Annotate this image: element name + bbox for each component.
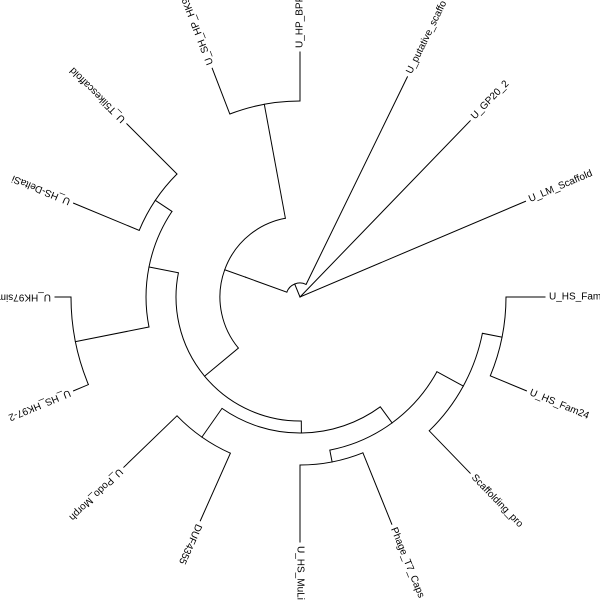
clade-arc xyxy=(229,100,301,115)
leaf-label-sh-hp-hk97: U_SH_HP_HK97 xyxy=(178,0,216,66)
leaf-branch xyxy=(428,430,471,474)
internal-branch xyxy=(436,371,464,387)
leaf-label-t5like: U_T5likescaffold xyxy=(68,65,128,125)
leaf-label-scaffolding: Scaffolding_pro xyxy=(469,472,525,530)
leaf-label-hs-muli: U_HS_MuLi xyxy=(294,546,305,600)
clade-arc xyxy=(286,282,307,293)
leaf-label-hk97sim: U_HK97sim xyxy=(0,291,51,302)
clade-arc xyxy=(329,371,438,451)
leaf-branch xyxy=(199,452,232,522)
clade-arc xyxy=(221,406,381,434)
leaf-label-duf4355: DUF4355 xyxy=(176,522,204,566)
clade-arc xyxy=(138,173,178,231)
leaf-label-podo: U_Podo_Morph xyxy=(67,466,125,523)
leaf-branch xyxy=(362,452,393,525)
internal-branch xyxy=(224,269,247,278)
leaf-branch xyxy=(126,123,178,175)
internal-branch xyxy=(329,449,333,463)
leaf-label-gp20: U_GP20_2 xyxy=(469,78,512,122)
leaf-branch xyxy=(489,375,528,392)
leaf-label-hs-hk97-2: U_HS_HK97-2 xyxy=(6,387,72,423)
leaf-label-hp-bpp: U_HP_BPP xyxy=(295,0,306,48)
internal-branch xyxy=(148,266,179,274)
leaf-label-phage-t7: Phage_T7_Caps xyxy=(388,526,426,600)
leaf-branch xyxy=(123,415,178,468)
leaf-label-hs-fam2: U_HS_Fam2 xyxy=(549,292,600,303)
leaf-label-hs-fam24: U_HS_Fam24 xyxy=(528,387,591,422)
clade-arc xyxy=(175,272,302,422)
internal-branch xyxy=(201,407,223,438)
internal-branch xyxy=(203,347,240,377)
leaf-label-putative: U_putative_scaffo xyxy=(404,0,449,76)
clade-arc xyxy=(70,296,89,385)
leaf-branch xyxy=(305,76,409,286)
leaf-label-hs-delta: U_HS-DeltaSi xyxy=(10,173,72,207)
clade-arc xyxy=(489,296,507,376)
leaf-branch xyxy=(299,200,527,298)
leaf-label-lm-scaffold: U_LM_Scaffold xyxy=(527,168,594,205)
clade-arc xyxy=(145,211,173,328)
leaf-branch xyxy=(299,120,471,298)
clade-arc xyxy=(428,333,483,432)
tree-branches xyxy=(54,51,546,543)
clade-arc xyxy=(299,452,364,466)
leaf-branch xyxy=(211,67,231,115)
internal-branch xyxy=(244,276,288,293)
clade-arc xyxy=(219,217,286,349)
internal-branch xyxy=(154,199,173,213)
clade-arc xyxy=(176,415,231,454)
internal-branch xyxy=(294,283,301,298)
internal-branch xyxy=(481,332,503,338)
internal-branch xyxy=(74,326,150,343)
internal-branch xyxy=(379,406,393,424)
leaf-branch xyxy=(72,202,140,232)
leaf-branch xyxy=(72,383,90,392)
internal-branch xyxy=(263,103,286,219)
